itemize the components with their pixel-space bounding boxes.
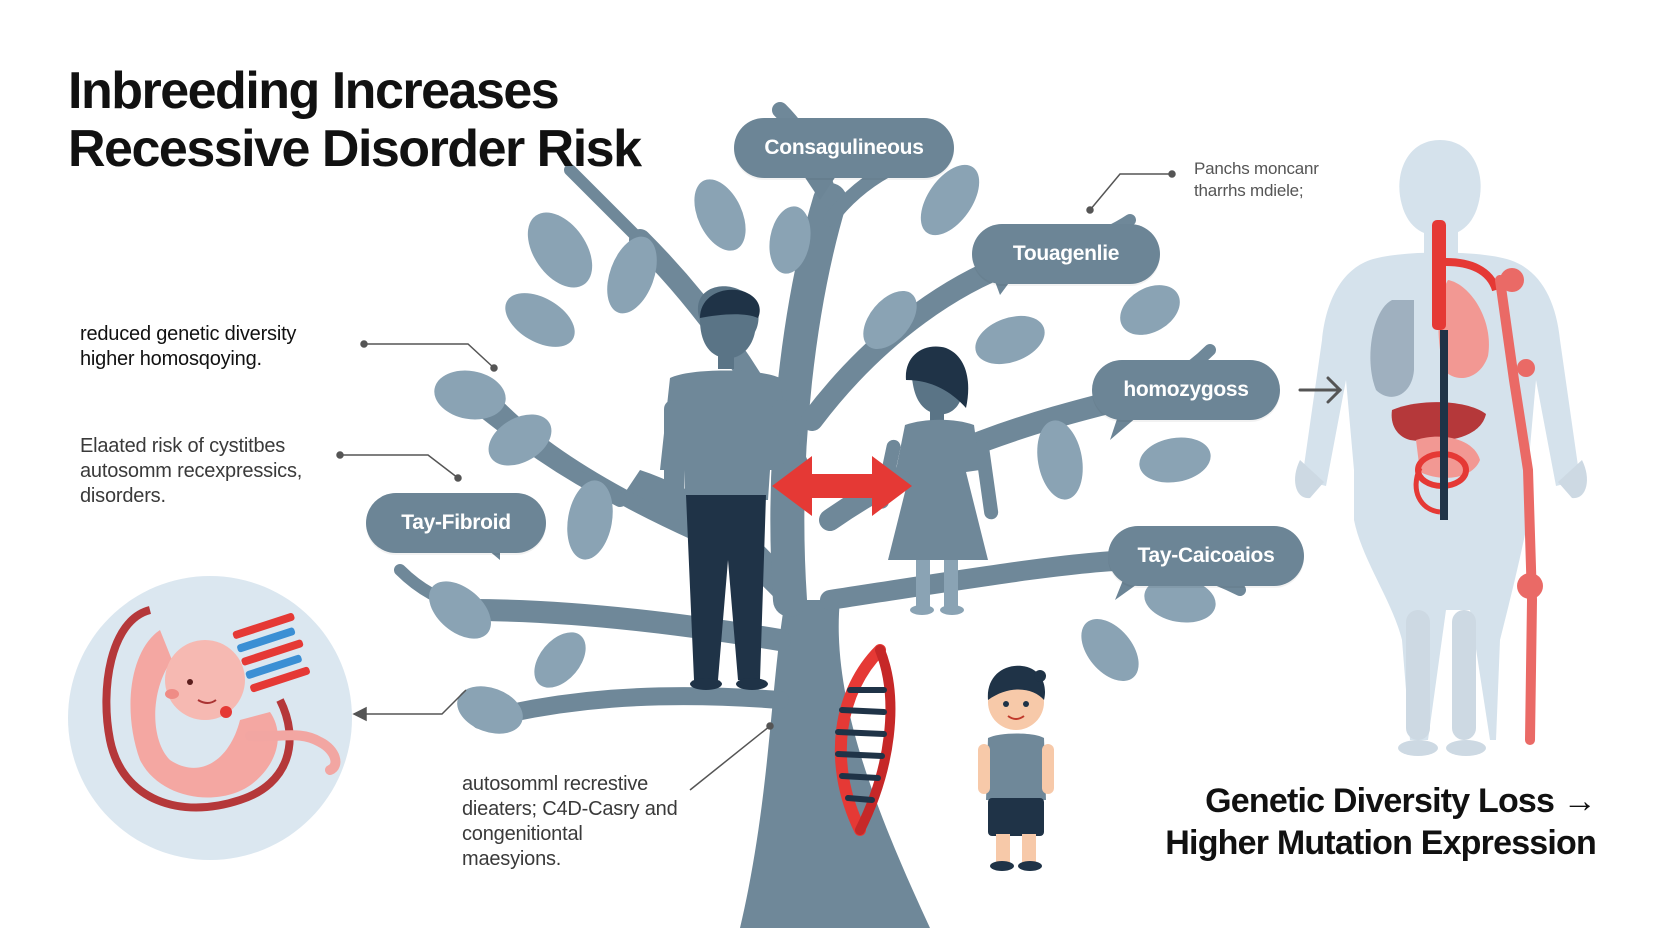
footer-line-2: Higher Mutation Expression xyxy=(1165,824,1597,862)
note-risk-line-1: Elaated risk of cystitbes xyxy=(80,435,286,457)
footer-conclusion: Genetic Diversity Loss → Higher Mutation… xyxy=(1165,780,1597,864)
note-risk-line-3: disorders. xyxy=(80,485,166,507)
note-bottom-line-3: congenitiontal xyxy=(462,823,583,845)
page-title: Inbreeding Increases Recessive Disorder … xyxy=(68,62,642,178)
double-arrow-icon xyxy=(772,456,912,516)
child-figure xyxy=(978,665,1054,871)
note-top-right-line-1: Panchs moncanr xyxy=(1194,159,1319,178)
human-body-anatomy xyxy=(1295,140,1587,756)
note-bottom: autosomml recrestive dieaters; C4D-Casry… xyxy=(462,772,678,872)
leader-lines xyxy=(336,170,1176,791)
label-homozygoss: homozygoss xyxy=(1092,360,1280,420)
note-risk: Elaated risk of cystitbes autosomm recex… xyxy=(80,434,302,509)
footer-line-1: Genetic Diversity Loss → xyxy=(1205,782,1597,820)
right-arrow-icon xyxy=(1298,376,1343,404)
note-bottom-line-4: maesyions. xyxy=(462,848,562,870)
note-diversity: reduced genetic diversity higher homosqo… xyxy=(80,322,296,372)
fetus-illustration xyxy=(68,576,352,860)
label-consanguineous: Consagulineous xyxy=(734,118,954,178)
label-touagenlie: Touagenlie xyxy=(972,224,1160,284)
note-bottom-line-1: autosomml recrestive xyxy=(462,773,649,795)
note-diversity-line-1: reduced genetic diversity xyxy=(80,323,297,345)
note-top-right-line-2: tharrhs mdiele; xyxy=(1194,181,1304,200)
title-line-1: Inbreeding Increases xyxy=(68,62,560,120)
tree-leaves xyxy=(429,164,1216,734)
note-top-right: Panchs moncanr tharrhs mdiele; xyxy=(1194,158,1319,202)
label-tay-fibroid: Tay-Fibroid xyxy=(366,493,546,553)
dna-strand-icon xyxy=(834,644,896,836)
note-bottom-line-2: dieaters; C4D-Casry and xyxy=(462,798,678,820)
label-tay-calcoaios: Tay-Caicoaios xyxy=(1108,526,1304,586)
man-figure xyxy=(660,286,807,690)
title-line-2: Recessive Disorder Risk xyxy=(68,120,642,178)
note-risk-line-2: autosomm recexpressics, xyxy=(80,460,303,482)
note-diversity-line-2: higher homosqoying. xyxy=(80,348,262,370)
